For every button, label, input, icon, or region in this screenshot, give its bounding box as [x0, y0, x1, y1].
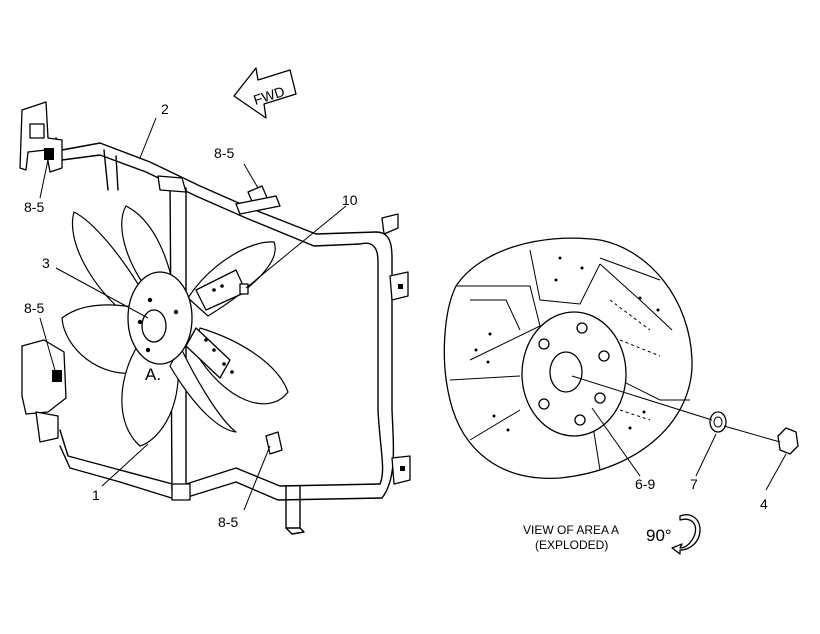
callout-6-9: 6-9: [635, 476, 655, 492]
callout-7: 7: [690, 476, 698, 492]
detail-view-area-a: [443, 237, 799, 479]
callout-1: 1: [92, 487, 100, 503]
caption-line-1: VIEW OF AREA A: [523, 523, 619, 537]
callout-4: 4: [760, 496, 768, 512]
mount-bracket-upper-left: [19, 101, 63, 173]
rotation-label: 90°: [646, 526, 672, 545]
mount-bracket-right: [381, 213, 411, 485]
mount-bracket-lower-left: [21, 339, 67, 443]
leader-lines: [39, 117, 787, 511]
fwd-arrow-icon: FWD: [233, 67, 297, 119]
callout-8-5-bottom: 8-5: [218, 514, 238, 530]
callout-8-5-left-upper: 8-5: [24, 199, 44, 215]
bolt-group: [235, 185, 283, 455]
rotate-arrow-icon: [671, 514, 701, 555]
callout-8-5-top: 8-5: [214, 145, 234, 161]
callout-3: 3: [42, 255, 50, 271]
callout-area-a: A.: [145, 365, 161, 384]
callout-2: 2: [161, 101, 169, 117]
callout-10: 10: [342, 192, 358, 208]
fan-assembly: [61, 205, 289, 447]
callout-8-5-left-lower: 8-5: [24, 300, 44, 316]
caption-line-2: (EXPLODED): [535, 538, 608, 552]
